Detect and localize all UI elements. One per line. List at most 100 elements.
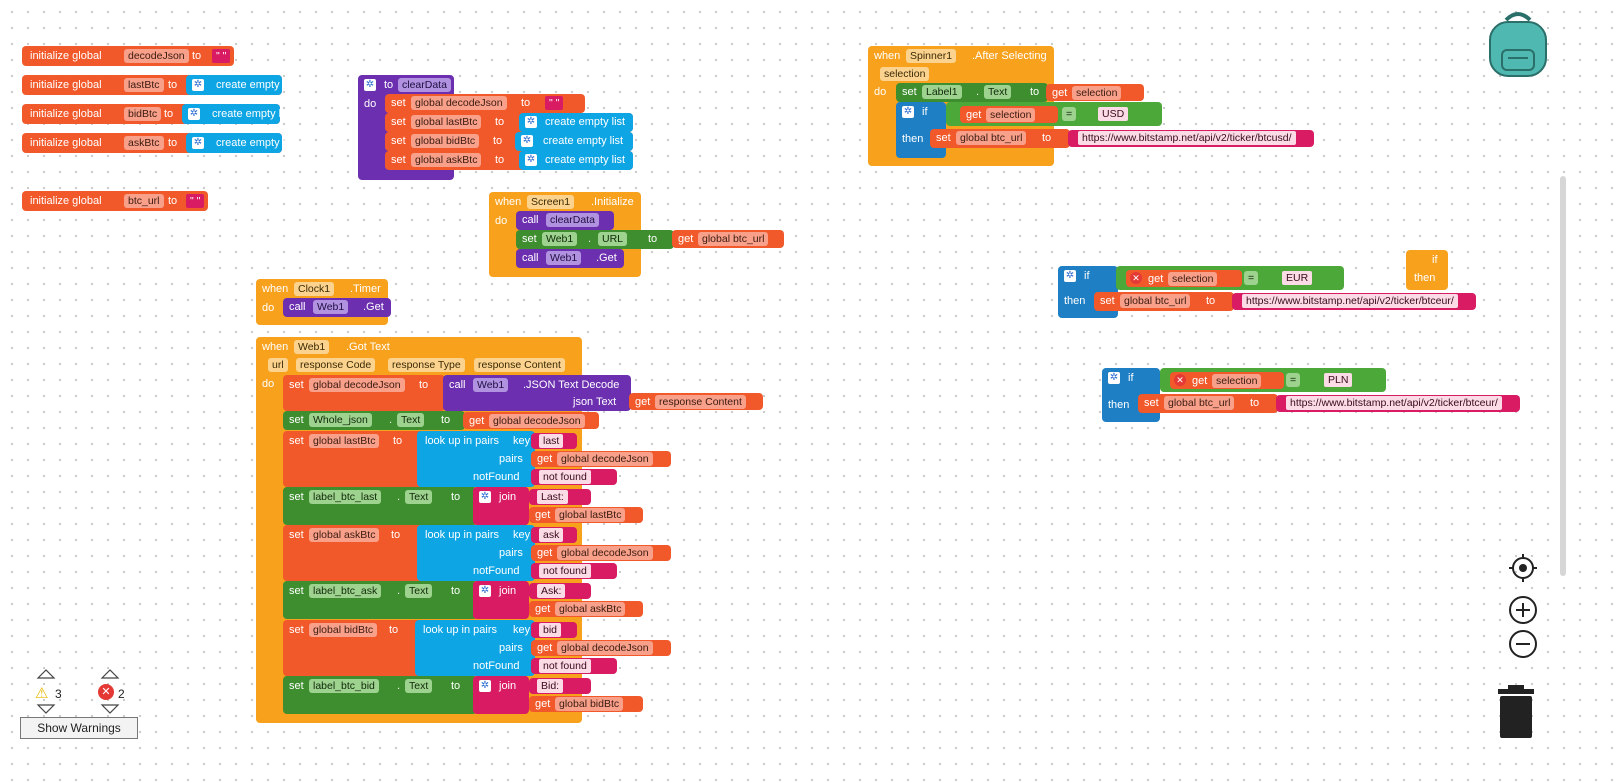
string-eur-url-block[interactable]: https://www.bitstamp.net/api/v2/ticker/b…	[1232, 293, 1476, 310]
mini-if-block[interactable]: if then	[1406, 250, 1448, 290]
variable-dropdown[interactable]: global askBtc	[309, 528, 380, 542]
variable-dropdown[interactable]: global decodeJson	[557, 452, 653, 466]
variable-dropdown[interactable]: global askBtc	[411, 153, 482, 167]
variable-dropdown[interactable]: global btc_url	[1164, 396, 1235, 410]
set-btc-url-eur-block[interactable]: set global btc_url to	[1094, 292, 1234, 311]
property-dropdown[interactable]: Text	[405, 679, 433, 693]
variable-dropdown[interactable]: selection	[1168, 272, 1218, 286]
call-web1-get-block[interactable]: call Web1 .Get	[283, 298, 391, 317]
string-prefix-block[interactable]: Last:	[529, 489, 591, 505]
component-dropdown[interactable]: Web1	[313, 300, 349, 314]
mutator-gear-icon[interactable]: ✲	[521, 135, 533, 147]
procedure-dropdown[interactable]: clearData	[546, 213, 599, 227]
set-btc-url-usd-block[interactable]: set global btc_url to	[930, 129, 1070, 148]
get-selection-block[interactable]: ✕ get selection	[1170, 372, 1284, 389]
set-lastbtc-block[interactable]: set global lastBtc to	[283, 431, 437, 487]
param-response-code[interactable]: response Code	[296, 358, 376, 372]
get-bidbtc-block[interactable]: get global bidBtc	[529, 696, 643, 712]
get-btc-url-block[interactable]: get global btc_url	[672, 230, 784, 248]
set-web1-url-block[interactable]: set Web1 . URL to	[516, 230, 674, 249]
get-response-content-block[interactable]: get response Content	[629, 393, 763, 410]
string-eur[interactable]: EUR	[1282, 271, 1313, 285]
call-json-text-decode-block[interactable]: call Web1 .JSON Text Decode json Text	[443, 375, 631, 411]
property-dropdown[interactable]: Text	[405, 584, 433, 598]
variable-dropdown[interactable]: global lastBtc	[309, 434, 380, 448]
prefix-text-field[interactable]: Ask:	[537, 584, 566, 598]
prefix-text-field[interactable]: Bid:	[537, 679, 564, 693]
mutator-gear-icon[interactable]: ✲	[525, 154, 537, 166]
set-bidbtc-block[interactable]: set global bidBtc to ✲ create empty list	[385, 132, 633, 151]
mutator-gear-icon[interactable]: ✲	[1108, 372, 1120, 384]
join-block[interactable]: ✲ join	[473, 581, 529, 619]
init-global-decodejson[interactable]: initialize global decodeJson to " "	[22, 46, 234, 66]
component-dropdown[interactable]: Spinner1	[906, 49, 957, 63]
init-global-btc-url[interactable]: initialize global btc_url to " "	[22, 191, 208, 211]
set-label_btc_bid-text-block[interactable]: set label_btc_bid . Text to	[283, 676, 477, 714]
property-dropdown[interactable]: Text	[405, 490, 433, 504]
component-dropdown[interactable]: label_btc_last	[309, 490, 382, 504]
variable-dropdown[interactable]: global decodeJson	[489, 414, 585, 428]
url-text-field[interactable]: https://www.bitstamp.net/api/v2/ticker/b…	[1286, 396, 1502, 410]
mutator-gear-icon[interactable]: ✲	[902, 106, 914, 118]
create-empty-list-block[interactable]: ✲ create empty list	[515, 132, 633, 151]
operator-dropdown[interactable]: =	[1244, 271, 1259, 285]
variable-dropdown[interactable]: global bidBtc	[309, 623, 378, 637]
prefix-text-field[interactable]: Last:	[537, 490, 568, 504]
set-bidbtc-block[interactable]: set global bidBtc to	[283, 620, 433, 676]
notfound-text-field[interactable]: not found	[539, 564, 591, 578]
variable-dropdown[interactable]: global bidBtc	[411, 134, 480, 148]
empty-string-block[interactable]: " "	[545, 96, 564, 110]
get-decodejson-block[interactable]: get global decodeJson	[531, 545, 671, 561]
variable-dropdown[interactable]: response Content	[655, 395, 746, 409]
call-cleardata-block[interactable]: call clearData	[516, 211, 614, 230]
empty-string-block[interactable]: " "	[186, 194, 205, 208]
init-global-askbtc[interactable]: initialize global askBtc to ✲ create emp…	[22, 133, 296, 153]
get-lastbtc-block[interactable]: get global lastBtc	[529, 507, 643, 523]
procedure-name-field[interactable]: clearData	[398, 78, 451, 92]
create-empty-list-block[interactable]: ✲ create empty list	[186, 133, 296, 153]
variable-dropdown[interactable]: global decodeJson	[411, 96, 507, 110]
param-selection[interactable]: selection	[880, 67, 930, 81]
param-url[interactable]: url	[268, 358, 288, 372]
param-response-type[interactable]: response Type	[388, 358, 465, 372]
create-empty-list-block[interactable]: ✲ create empty list	[519, 151, 633, 170]
component-dropdown[interactable]: label_btc_bid	[309, 679, 379, 693]
compare-equals-usd[interactable]: get selection = USD	[946, 102, 1162, 126]
mutator-gear-icon[interactable]: ✲	[192, 137, 204, 149]
property-dropdown[interactable]: Text	[984, 85, 1012, 99]
component-dropdown[interactable]: Whole_json	[309, 413, 372, 427]
notfound-text-field[interactable]: not found	[539, 659, 591, 673]
error-icon[interactable]: ✕	[1130, 272, 1142, 284]
set-decodejson-block[interactable]: set global decodeJson to	[283, 375, 445, 411]
get-decodejson-block[interactable]: get global decodeJson	[531, 640, 671, 656]
property-dropdown[interactable]: URL	[598, 232, 628, 246]
component-dropdown[interactable]: Web1	[546, 251, 582, 265]
lookup-in-pairs-block[interactable]: look up in pairs key pairs notFound	[417, 525, 535, 581]
url-text-field[interactable]: https://www.bitstamp.net/api/v2/ticker/b…	[1242, 294, 1458, 308]
set-whole-json-text-block[interactable]: set Whole_json . Text to	[283, 411, 465, 430]
variable-dropdown[interactable]: global decodeJson	[557, 641, 653, 655]
error-icon[interactable]: ✕	[1174, 374, 1186, 386]
variable-dropdown[interactable]: global askBtc	[555, 602, 626, 616]
call-web1-get-block[interactable]: call Web1 .Get	[516, 249, 624, 268]
create-empty-list-block[interactable]: ✲ create empty list	[182, 104, 292, 124]
set-decodejson-block[interactable]: set global decodeJson to " "	[385, 94, 585, 113]
set-askbtc-block[interactable]: set global askBtc to	[283, 525, 435, 581]
next-warning-arrow-icon[interactable]	[36, 703, 56, 715]
global-name-field[interactable]: decodeJson	[124, 49, 189, 63]
prev-error-arrow-icon[interactable]	[100, 668, 120, 680]
string-pln-url-block[interactable]: https://www.bitstamp.net/api/v2/ticker/b…	[1276, 395, 1520, 412]
global-name-field[interactable]: bidBtc	[124, 107, 162, 121]
string-key-block[interactable]: last	[531, 433, 577, 449]
prev-warning-arrow-icon[interactable]	[36, 668, 56, 680]
variable-dropdown[interactable]: selection	[1212, 374, 1262, 388]
mutator-gear-icon[interactable]: ✲	[1064, 270, 1076, 282]
compare-equals-eur[interactable]: ✕ get selection = EUR	[1116, 266, 1344, 290]
set-label1-text-block[interactable]: set Label1 . Text to	[896, 83, 1048, 102]
join-block[interactable]: ✲ join	[473, 487, 529, 525]
mutator-gear-icon[interactable]: ✲	[479, 491, 491, 503]
variable-dropdown[interactable]: global lastBtc	[411, 115, 482, 129]
set-btc-url-pln-block[interactable]: set global btc_url to	[1138, 394, 1278, 413]
global-name-field[interactable]: lastBtc	[124, 78, 164, 92]
component-dropdown[interactable]: Web1	[473, 378, 509, 392]
